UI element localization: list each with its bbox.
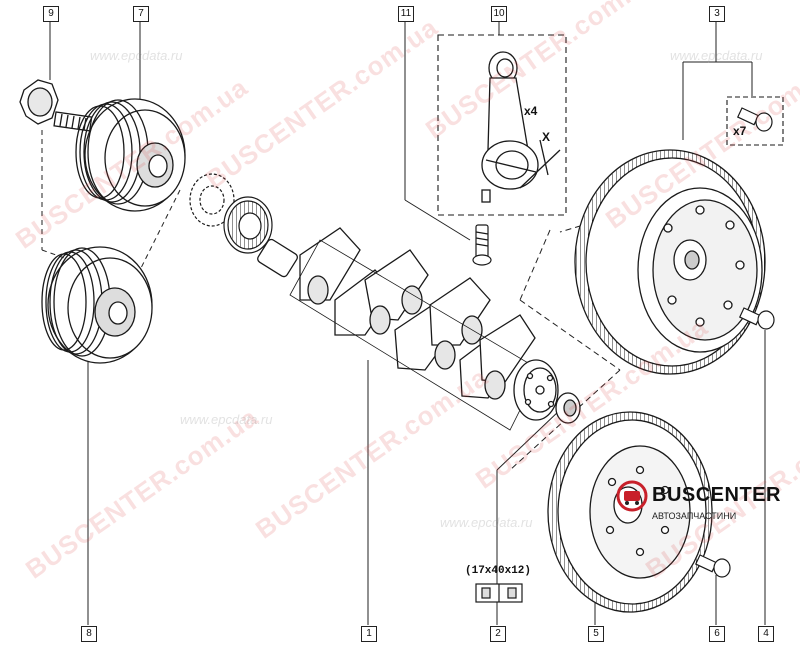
callout-5: 5: [588, 626, 604, 642]
callout-8: 8: [81, 626, 97, 642]
rod-quantity-label: x4: [524, 104, 538, 118]
bolt-item-6: [694, 554, 731, 578]
logo-subtitle: АВТОЗАПЧАСТИНИ: [652, 511, 737, 521]
rod-bolt: [472, 224, 492, 266]
callout-9: 9: [43, 6, 59, 22]
connecting-rod: [481, 51, 561, 203]
flywheel-bolts-box: [726, 96, 784, 146]
callout-7: 7: [133, 6, 149, 22]
pilot-bearing: [555, 392, 581, 424]
bearing-size-label: (17x40x12): [465, 565, 532, 577]
pulley-lower: [41, 246, 153, 364]
crank-bolt: [19, 79, 93, 132]
logo-emblem-icon: [616, 480, 648, 512]
callout-11: 11: [398, 6, 414, 22]
crankshaft: [257, 227, 559, 431]
callout-6: 6: [709, 626, 725, 642]
flywheel-bolt: [736, 107, 773, 132]
bolt-item-4: [738, 307, 775, 330]
connecting-rod-box: [437, 34, 567, 216]
flywheel-dual-mass: [574, 149, 766, 375]
callout-4: 4: [758, 626, 774, 642]
callout-10: 10: [491, 6, 507, 22]
logo-title: BUSCENTER: [652, 484, 781, 506]
bolt-quantity-label: x7: [733, 124, 747, 138]
section-mark-label: X: [542, 130, 551, 144]
callout-1: 1: [361, 626, 377, 642]
pulley-upper: [75, 98, 186, 212]
buscenter-logo: BUSCENTER АВТОЗАПЧАСТИНИ: [612, 478, 790, 548]
callout-3: 3: [709, 6, 725, 22]
timing-gears: [189, 173, 273, 254]
callout-2: 2: [490, 626, 506, 642]
bearing-symbol: [475, 583, 523, 603]
flywheel-rigid: [547, 411, 713, 613]
